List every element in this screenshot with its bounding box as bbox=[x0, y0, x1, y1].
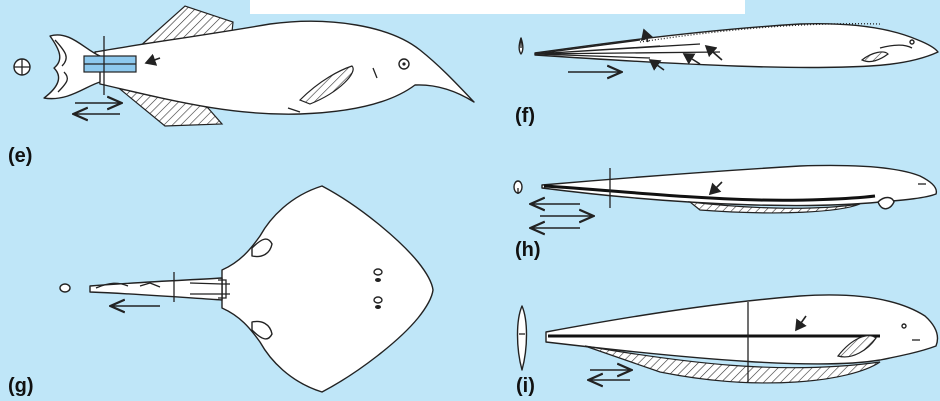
pectoral-fin-h bbox=[878, 198, 894, 209]
bidirectional-arrow-icon bbox=[75, 103, 120, 114]
panel-g: (g) bbox=[8, 186, 433, 397]
panel-label-f: (f) bbox=[515, 105, 535, 127]
bidirectional-arrow-icon bbox=[590, 370, 630, 380]
panel-i: (i) bbox=[516, 295, 938, 397]
cross-section-e bbox=[14, 59, 30, 75]
panel-label-g: (g) bbox=[8, 375, 34, 397]
panel-label-h: (h) bbox=[515, 239, 541, 261]
cross-section-f bbox=[519, 38, 523, 54]
panel-label-e: (e) bbox=[8, 145, 32, 167]
panel-f: (f) bbox=[515, 24, 938, 127]
fish-body-i bbox=[546, 295, 938, 364]
ray-tail-g bbox=[90, 278, 222, 300]
panel-label-i: (i) bbox=[516, 375, 535, 397]
cross-section-i bbox=[518, 306, 527, 370]
panel-h: (h) bbox=[514, 165, 936, 261]
bidirectional-arrow-icon bbox=[532, 204, 592, 228]
cross-section-h bbox=[514, 181, 522, 194]
panel-e: (e) bbox=[8, 6, 474, 167]
ray-disc-g bbox=[222, 186, 433, 392]
cross-section-g bbox=[60, 284, 70, 292]
top-strip bbox=[250, 0, 745, 14]
